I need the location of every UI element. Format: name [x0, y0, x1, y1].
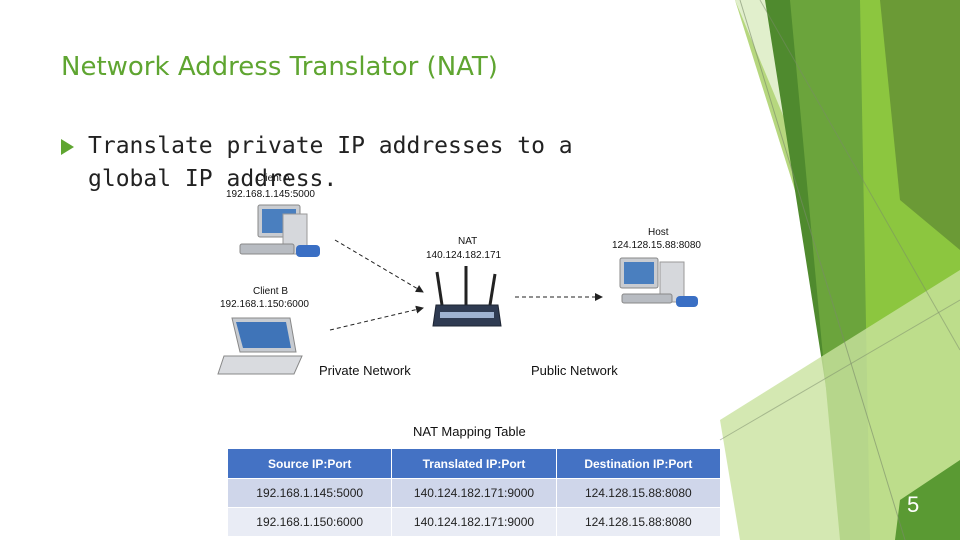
host-address: 124.128.15.88:8080: [612, 240, 701, 251]
panel-line-1: [739, 0, 906, 540]
nat-mapping-table: Source IP:Port Translated IP:Port Destin…: [226, 448, 722, 537]
table-cell-translated: 140.124.182.171:9000: [391, 478, 557, 508]
panel-corner-green: [895, 460, 960, 540]
column-header-destination: Destination IP:Port: [555, 448, 722, 479]
client-a-name: Client A: [256, 173, 291, 184]
slide-title: Network Address Translator (NAT): [61, 52, 498, 82]
column-header-source: Source IP:Port: [226, 448, 393, 479]
panel-line-2: [759, 0, 960, 351]
bullet-item: Translate private IP addresses to a glob…: [61, 130, 661, 196]
table-cell-source: 192.168.1.145:5000: [226, 478, 393, 508]
panel-line-3: [719, 299, 960, 441]
client-a-address: 192.168.1.145:5000: [226, 189, 315, 200]
arrow-client-b-to-nat: [329, 305, 424, 331]
client-b-laptop-icon: [217, 317, 303, 375]
column-header-translated: Translated IP:Port: [391, 448, 557, 479]
arrow-client-a-to-nat: [334, 239, 424, 293]
private-network-label: Private Network: [319, 363, 411, 378]
host-desktop-icon: [619, 257, 698, 307]
client-b-name: Client B: [253, 286, 289, 297]
nat-name: NAT: [458, 236, 478, 247]
nat-router-icon: [432, 266, 502, 327]
table-header-row: Source IP:Port Translated IP:Port Destin…: [226, 448, 722, 479]
panel-olive-green: [880, 0, 960, 250]
client-a-desktop-icon: [239, 204, 320, 257]
nat-mapping-table-title: NAT Mapping Table: [413, 424, 526, 439]
nat-address: 140.124.182.171: [426, 250, 502, 261]
table-cell-destination: 124.128.15.88:8080: [555, 478, 722, 508]
table-cell-translated: 140.124.182.171:9000: [391, 507, 557, 537]
panel-light-lower: [720, 270, 960, 540]
table-row: 192.168.1.145:5000 140.124.182.171:9000 …: [226, 478, 722, 508]
public-network-label: Public Network: [531, 363, 618, 378]
triangle-bullet-icon: [61, 139, 74, 155]
table-cell-source: 192.168.1.150:6000: [226, 507, 393, 537]
host-name: Host: [648, 227, 669, 238]
table-row: 192.168.1.150:6000 140.124.182.171:9000 …: [226, 507, 722, 537]
bullet-text: Translate private IP addresses to a glob…: [88, 133, 573, 192]
client-b-address: 192.168.1.150:6000: [220, 299, 309, 310]
page-number: 5: [907, 492, 920, 517]
table-cell-destination: 124.128.15.88:8080: [555, 507, 722, 537]
